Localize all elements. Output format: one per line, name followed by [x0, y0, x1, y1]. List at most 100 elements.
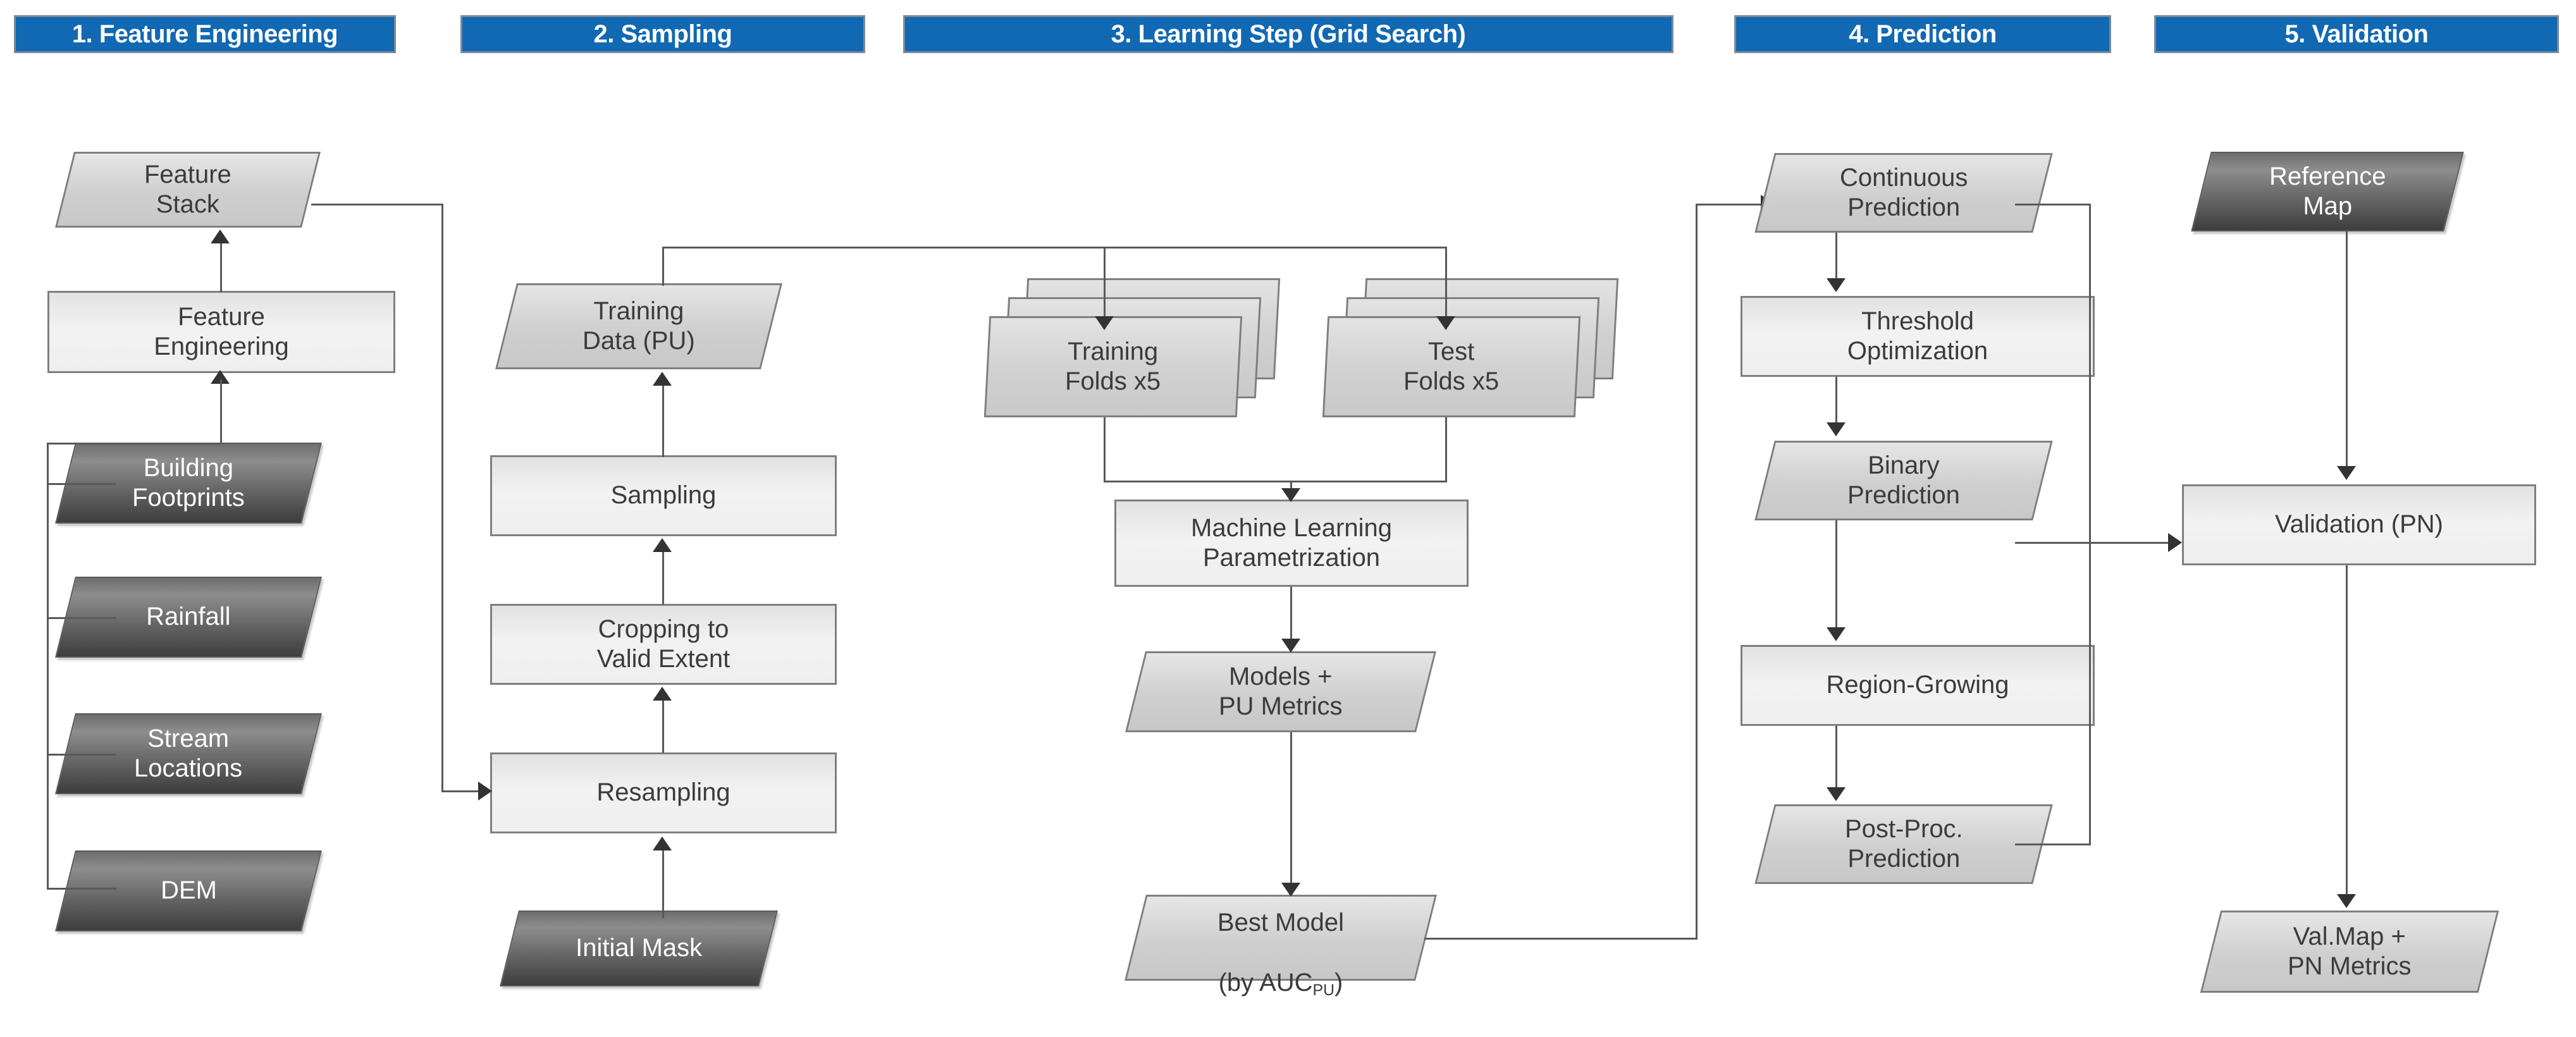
node-resampling-label: Resampling [596, 778, 730, 807]
node-continuous-prediction[interactable]: Continuous Prediction [1754, 153, 2053, 233]
node-post-proc-prediction-label: Post-Proc. Prediction [1844, 814, 1963, 873]
node-reference-map[interactable]: Reference Map [2191, 152, 2464, 231]
edge-fs-to-resampling-h2 [441, 790, 481, 792]
node-ml-parametrization[interactable]: Machine Learning Parametrization [1114, 500, 1469, 587]
node-val-map-metrics[interactable]: Val.Map + PN Metrics [2200, 911, 2499, 993]
node-stream-locations-label: Stream Locations [134, 724, 243, 782]
node-continuous-prediction-label: Continuous Prediction [1839, 163, 1968, 221]
arrowhead-cp-to-threshold [1827, 278, 1846, 292]
arrowhead-validation-to-valmap [2337, 894, 2356, 908]
best-model-line-2-suffix: ) [1334, 968, 1343, 997]
edge-models-to-best [1290, 732, 1292, 890]
edge-fs-to-resampling-v [441, 204, 443, 792]
node-binary-prediction-label: Binary Prediction [1847, 451, 1960, 509]
node-feature-engineering[interactable]: Feature Engineering [47, 291, 395, 373]
arrowhead-resampling-to-cropping [653, 687, 672, 701]
edge-ml-to-models [1290, 587, 1292, 646]
node-dem-label: DEM [160, 876, 217, 905]
arrowhead-initial-mask-to-resampling [653, 837, 672, 850]
node-best-model[interactable]: Best Model (by AUCPU) [1125, 895, 1437, 998]
edge-folds-merge [1104, 481, 1447, 482]
node-models-pu-metrics[interactable]: Models + PU Metrics [1125, 651, 1436, 732]
best-model-line-2-prefix: (by AUC [1218, 968, 1313, 997]
edge-sources-bus [47, 443, 49, 888]
node-dem[interactable]: DEM [55, 850, 322, 931]
node-rainfall-label: Rainfall [146, 603, 231, 631]
training-folds-card-front[interactable]: Training Folds x5 [983, 316, 1243, 417]
arrowhead-sampling-to-training-data [653, 372, 672, 386]
node-training-data-label: Training Data (PU) [582, 297, 695, 355]
node-training-folds[interactable]: Training Folds x5 [983, 278, 1290, 424]
node-threshold-optimization[interactable]: Threshold Optimization [1741, 296, 2095, 377]
phase-banner-1: 1. Feature Engineering [14, 15, 396, 53]
node-initial-mask[interactable]: Initial Mask [500, 911, 778, 986]
arrowhead-sources-to-fe [211, 370, 230, 384]
edge-bus-to-test-folds [1445, 247, 1447, 329]
edge-postproc-feedback-h2 [2015, 204, 2091, 206]
edge-sampling-to-training-data [662, 376, 664, 457]
edge-stream-locations-stub [47, 754, 116, 756]
node-post-proc-prediction[interactable]: Post-Proc. Prediction [1754, 804, 2053, 884]
node-feature-stack[interactable]: Feature Stack [55, 152, 321, 228]
edge-fs-to-resampling-h1 [311, 204, 443, 206]
arrowhead-bus-to-training-folds [1095, 316, 1114, 330]
edge-postproc-feedback-v [2089, 204, 2091, 845]
node-validation-pn-label: Validation (PN) [2274, 510, 2444, 539]
arrowhead-fs-to-resampling [478, 782, 492, 801]
edge-dem-stub [47, 888, 116, 890]
node-validation-pn[interactable]: Validation (PN) [2182, 484, 2536, 565]
edge-test-folds-drop [1445, 417, 1447, 482]
node-test-folds-label: Test Folds x5 [1403, 337, 1500, 395]
node-region-growing-label: Region-Growing [1826, 671, 2009, 699]
node-models-pu-metrics-label: Models + PU Metrics [1219, 662, 1343, 720]
node-sampling[interactable]: Sampling [490, 455, 837, 536]
node-resampling[interactable]: Resampling [490, 752, 837, 833]
phase-banner-4: 4. Prediction [1734, 15, 2111, 53]
node-sampling-label: Sampling [610, 481, 717, 510]
edge-refmap-to-validation [2346, 231, 2348, 472]
arrowhead-ml-to-models [1281, 639, 1300, 653]
node-initial-mask-label: Initial Mask [575, 934, 703, 962]
arrowhead-threshold-to-binary [1827, 422, 1846, 436]
node-ml-parametrization-label: Machine Learning Parametrization [1191, 513, 1392, 572]
node-feature-stack-label: Feature Stack [144, 160, 231, 218]
node-val-map-metrics-label: Val.Map + PN Metrics [2288, 922, 2412, 980]
edge-validation-to-valmap [2346, 565, 2348, 900]
node-region-growing[interactable]: Region-Growing [1741, 645, 2095, 726]
node-training-data[interactable]: Training Data (PU) [495, 283, 782, 369]
edge-cp-to-threshold [1835, 233, 1837, 285]
arrowhead-bus-to-test-folds [1436, 316, 1455, 330]
arrowhead-region-to-postproc [1827, 787, 1846, 801]
node-binary-prediction[interactable]: Binary Prediction [1754, 441, 2053, 520]
edge-initial-mask-to-resampling [662, 841, 664, 918]
edge-region-to-postproc [1835, 726, 1837, 794]
arrowhead-refmap-to-validation [2337, 466, 2356, 480]
edge-sources-riser [220, 379, 222, 444]
edge-best-to-cp-h2 [1696, 204, 1763, 206]
arrowhead-models-to-best [1281, 883, 1300, 897]
node-cropping-label: Cropping to Valid Extent [596, 615, 730, 673]
node-test-folds[interactable]: Test Folds x5 [1322, 278, 1629, 424]
best-model-line-1: Best Model [1217, 908, 1345, 936]
edge-threshold-to-binary [1835, 377, 1837, 429]
arrowhead-merge-to-ml [1281, 488, 1300, 502]
arrowhead-fe-to-fs [211, 230, 230, 243]
test-folds-card-front[interactable]: Test Folds x5 [1322, 316, 1581, 417]
edge-rainfall-stub [47, 617, 116, 619]
node-threshold-optimization-label: Threshold Optimization [1847, 307, 1988, 365]
node-building-footprints-label: Building Footprints [132, 453, 245, 512]
edge-best-to-cp-h1 [1424, 938, 1698, 940]
arrowhead-binary-to-region [1827, 627, 1846, 641]
node-cropping[interactable]: Cropping to Valid Extent [490, 604, 837, 685]
edge-folds-bus [662, 247, 1447, 249]
phase-banner-5: 5. Validation [2154, 15, 2559, 53]
node-best-model-label: Best Model (by AUCPU) [1217, 878, 1344, 998]
edge-binary-to-validation [2015, 542, 2173, 544]
node-reference-map-label: Reference Map [2269, 162, 2386, 220]
best-model-subscript: PU [1312, 981, 1335, 999]
edge-postproc-feedback-h1 [2015, 844, 2091, 845]
edge-training-folds-drop [1104, 417, 1106, 482]
node-training-folds-label: Training Folds x5 [1065, 337, 1161, 395]
edge-building-footprints-stub [47, 483, 116, 485]
